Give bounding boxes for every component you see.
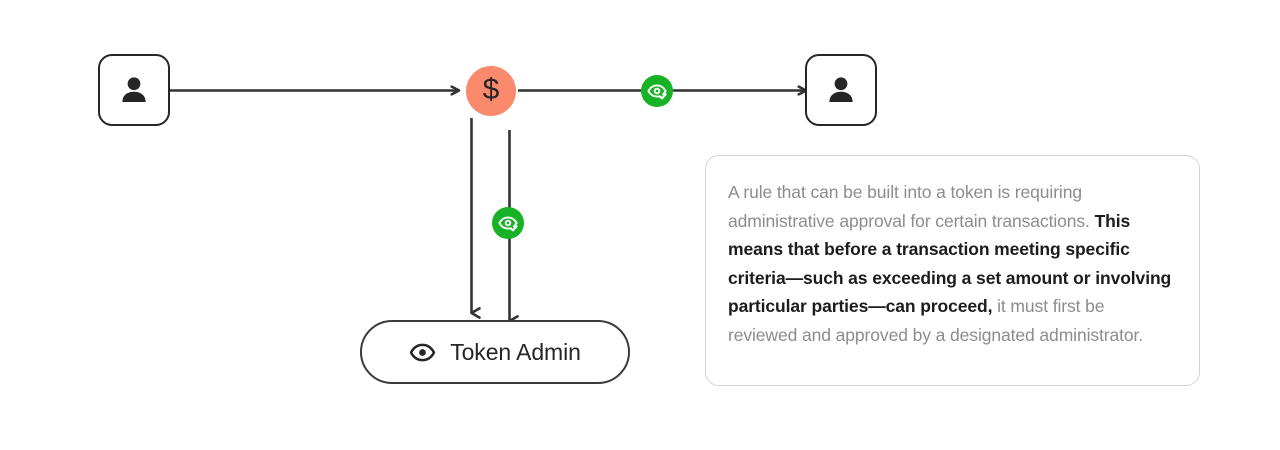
approval-badge-return[interactable]: [492, 207, 524, 239]
eye-check-icon: [647, 84, 667, 100]
sender-person-box[interactable]: [98, 54, 170, 126]
receiver-person-box[interactable]: [805, 54, 877, 126]
explanation-card: A rule that can be built into a token is…: [705, 155, 1200, 386]
person-icon: [122, 77, 146, 103]
token-admin-node[interactable]: Token Admin: [360, 320, 630, 384]
explanation-segment-emphasis: This means that before a transaction mee…: [728, 210, 1172, 317]
explanation-segment-outro: it must first be reviewed and approved b…: [728, 296, 1144, 345]
token-node[interactable]: $: [466, 66, 516, 116]
token-admin-label: Token Admin: [450, 338, 581, 365]
explanation-segment-intro: A rule that can be built into a token is…: [728, 182, 1095, 231]
dollar-icon: $: [482, 73, 500, 106]
person-icon: [829, 77, 853, 103]
approval-badge-transfer[interactable]: [641, 75, 673, 107]
explanation-text: A rule that can be built into a token is…: [728, 178, 1173, 349]
eye-icon: [409, 343, 436, 361]
eye-check-icon: [498, 216, 518, 232]
